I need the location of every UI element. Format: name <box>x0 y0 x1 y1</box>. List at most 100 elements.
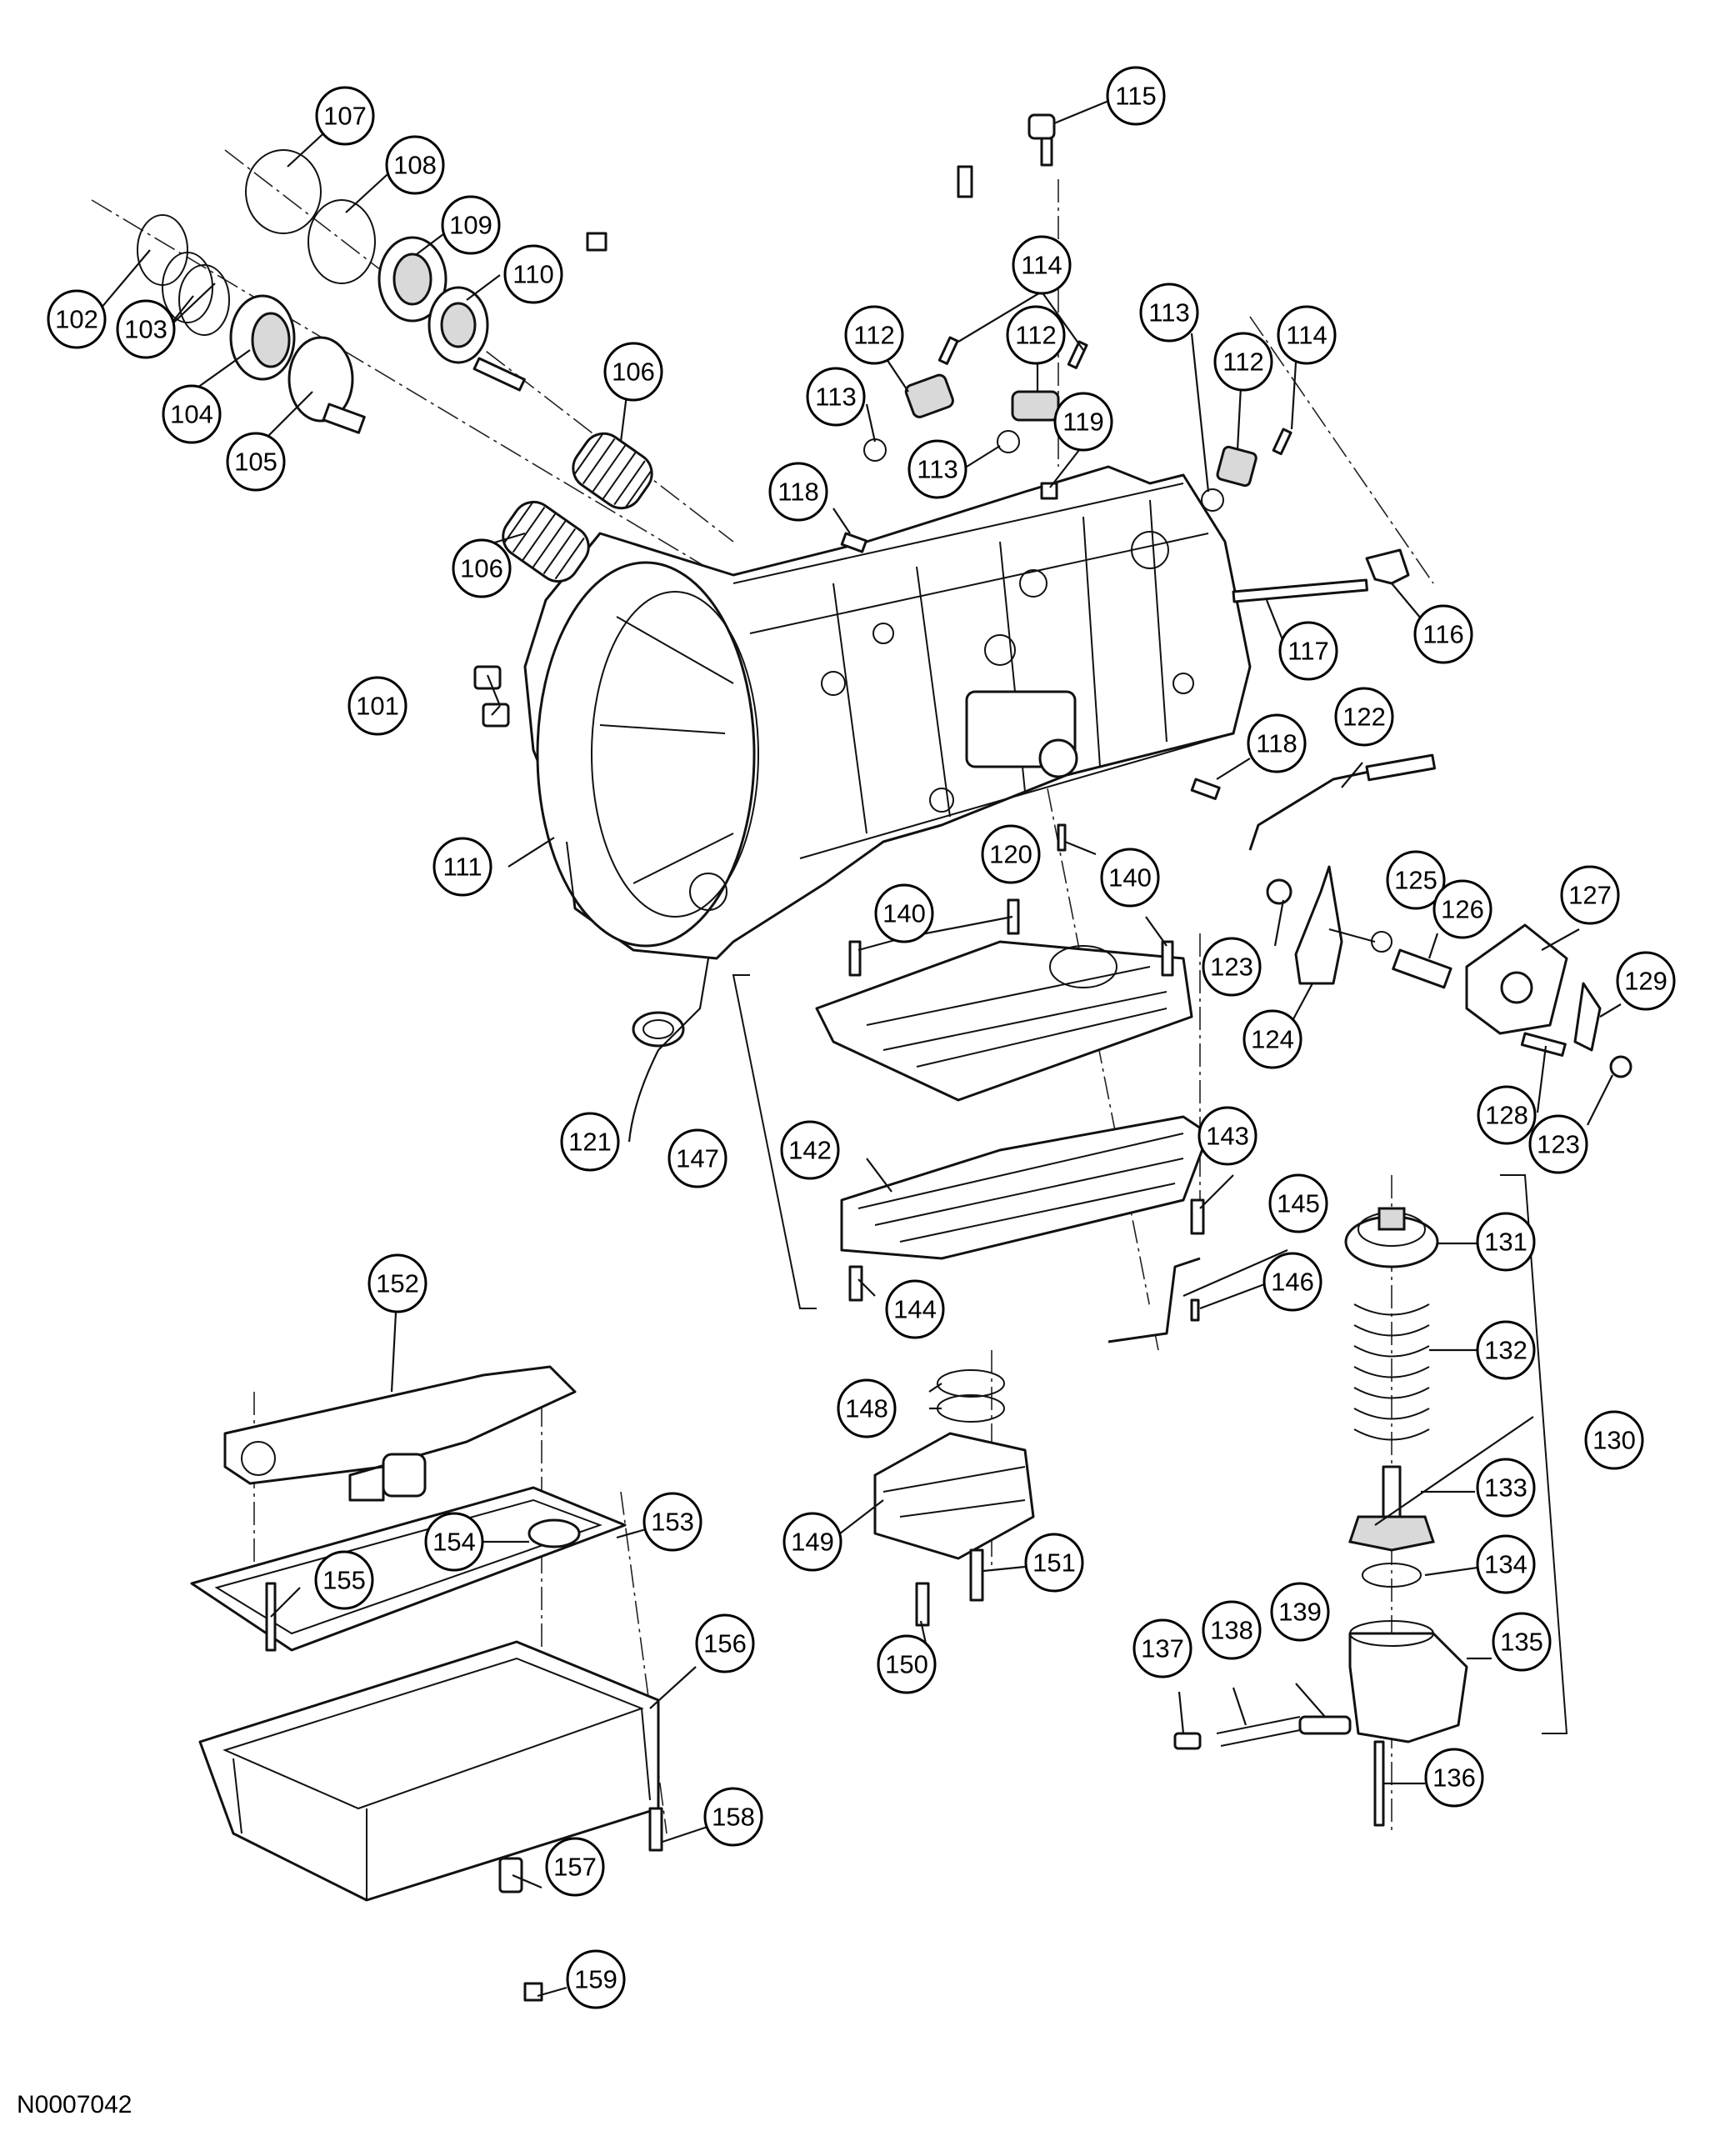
svg-text:104: 104 <box>170 400 213 429</box>
callout-117: 117 <box>1278 621 1338 681</box>
svg-text:140: 140 <box>1108 863 1152 893</box>
callout-114b: 114 <box>1277 305 1337 365</box>
svg-text:131: 131 <box>1484 1228 1528 1257</box>
callout-107: 107 <box>315 86 375 146</box>
svg-text:146: 146 <box>1271 1268 1314 1297</box>
callout-153: 153 <box>642 1492 702 1552</box>
callout-151: 151 <box>1024 1533 1084 1593</box>
callout-159: 159 <box>566 1949 626 2009</box>
callout-132: 132 <box>1476 1320 1536 1380</box>
svg-text:127: 127 <box>1568 881 1612 910</box>
callout-142: 142 <box>780 1120 840 1180</box>
svg-text:133: 133 <box>1484 1473 1528 1503</box>
callout-112a: 112 <box>844 305 904 365</box>
oil-pan <box>198 1640 663 2002</box>
callout-108: 108 <box>385 135 445 195</box>
svg-text:159: 159 <box>574 1965 618 1994</box>
svg-text:124: 124 <box>1251 1025 1294 1054</box>
svg-text:107: 107 <box>323 102 367 131</box>
callout-114a: 114 <box>1012 235 1072 295</box>
svg-text:113: 113 <box>917 455 958 484</box>
callout-122: 122 <box>1334 687 1394 747</box>
svg-text:111: 111 <box>442 853 482 882</box>
callout-110: 110 <box>503 244 563 304</box>
callout-143: 143 <box>1198 1106 1258 1166</box>
svg-text:108: 108 <box>393 151 437 180</box>
transmission-case <box>523 465 1252 960</box>
svg-text:130: 130 <box>1592 1426 1636 1455</box>
accumulator-assembly <box>1173 1174 1568 1827</box>
svg-text:125: 125 <box>1394 866 1438 895</box>
svg-text:145: 145 <box>1277 1189 1320 1218</box>
svg-text:106: 106 <box>460 554 503 583</box>
callout-109: 109 <box>441 195 501 255</box>
svg-text:129: 129 <box>1624 967 1668 996</box>
callout-158: 158 <box>703 1787 763 1847</box>
callout-156: 156 <box>695 1613 755 1673</box>
svg-text:119: 119 <box>1062 408 1103 437</box>
svg-text:112: 112 <box>1222 348 1263 377</box>
separator-plate <box>815 898 1193 1102</box>
callout-119: 119 <box>1053 392 1113 452</box>
pan-gasket <box>190 1486 627 1652</box>
callout-126: 126 <box>1432 879 1492 939</box>
callout-144: 144 <box>885 1279 945 1339</box>
dipstick-tube <box>586 113 1056 252</box>
callout-138: 138 <box>1202 1600 1262 1660</box>
svg-text:135: 135 <box>1500 1628 1543 1657</box>
svg-text:113: 113 <box>1148 298 1189 328</box>
callout-136: 136 <box>1424 1748 1484 1808</box>
svg-text:120: 120 <box>989 840 1032 869</box>
svg-text:134: 134 <box>1484 1550 1528 1579</box>
callout-116: 116 <box>1413 604 1473 664</box>
svg-text:132: 132 <box>1484 1336 1528 1365</box>
svg-text:147: 147 <box>676 1144 719 1173</box>
svg-text:138: 138 <box>1210 1616 1253 1645</box>
callout-120: 120 <box>981 824 1041 884</box>
callout-133: 133 <box>1476 1458 1536 1518</box>
svg-text:109: 109 <box>449 211 492 240</box>
callout-154: 154 <box>424 1512 484 1572</box>
svg-text:114: 114 <box>1286 321 1327 350</box>
svg-text:139: 139 <box>1278 1598 1322 1627</box>
callout-146: 146 <box>1262 1252 1322 1312</box>
manual-linkage <box>1248 753 1632 1078</box>
callout-140b: 140 <box>1100 848 1160 908</box>
svg-text:103: 103 <box>124 315 168 344</box>
callout-130: 130 <box>1584 1410 1644 1470</box>
svg-text:115: 115 <box>1115 82 1156 111</box>
svg-text:136: 136 <box>1432 1763 1476 1793</box>
svg-text:140: 140 <box>882 899 926 928</box>
callout-121: 121 <box>560 1112 620 1172</box>
callout-131: 131 <box>1476 1212 1536 1272</box>
callout-150: 150 <box>877 1634 937 1694</box>
callout-129: 129 <box>1616 951 1676 1011</box>
svg-text:128: 128 <box>1485 1101 1528 1130</box>
callout-149: 149 <box>782 1512 842 1572</box>
callout-128: 128 <box>1477 1085 1537 1145</box>
callout-104: 104 <box>162 384 222 444</box>
callout-112b: 112 <box>1006 305 1066 365</box>
svg-text:143: 143 <box>1206 1122 1249 1151</box>
svg-text:156: 156 <box>703 1629 747 1658</box>
svg-text:126: 126 <box>1441 895 1484 924</box>
svg-text:117: 117 <box>1288 637 1328 666</box>
svg-text:152: 152 <box>376 1269 419 1298</box>
figure-id: N0007042 <box>17 2091 132 2118</box>
svg-text:151: 151 <box>1032 1548 1076 1578</box>
callout-147: 147 <box>668 1128 728 1188</box>
callout-113a: 113 <box>806 367 866 427</box>
svg-text:149: 149 <box>791 1528 834 1557</box>
svg-text:114: 114 <box>1021 251 1062 280</box>
svg-text:153: 153 <box>651 1508 694 1537</box>
callouts: 101 102 103 104 105 106 106 107 108 109 … <box>47 66 1676 2009</box>
callout-157: 157 <box>545 1837 605 1897</box>
callout-152: 152 <box>368 1253 428 1313</box>
svg-text:150: 150 <box>885 1650 928 1679</box>
callout-111: 111 <box>432 837 492 897</box>
callout-125: 125 <box>1386 850 1446 910</box>
hardware <box>473 482 1410 1048</box>
servo-springs <box>502 432 653 583</box>
svg-text:142: 142 <box>788 1136 832 1165</box>
